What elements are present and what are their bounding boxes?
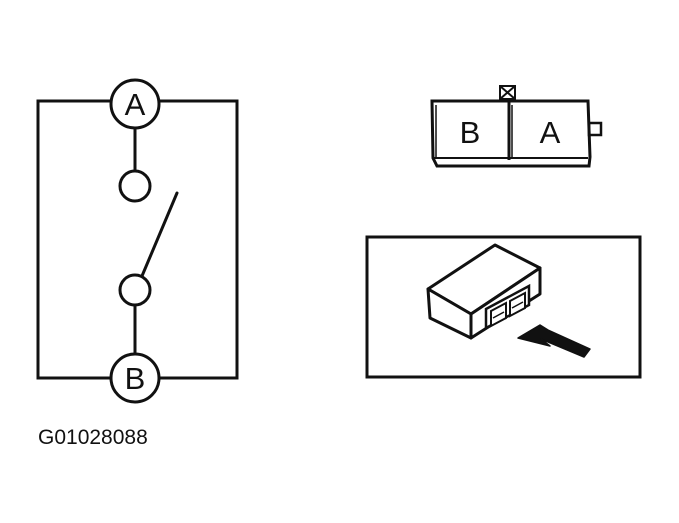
switch-schematic [36,78,239,404]
connector-face-view [430,85,603,168]
terminal-a-label: A [125,87,146,122]
lower-contact [118,273,152,307]
terminal-b-label: B [125,361,146,396]
locking-tab [499,85,516,100]
cavity-b-label: B [460,115,481,150]
upper-contact [118,169,152,203]
circuit-loop-wire [36,99,239,380]
terminal-b-circle [109,352,161,404]
connector-body [430,99,592,168]
location-frame [365,235,642,379]
figure-code: G01028088 [38,426,148,449]
component-location-view [365,235,642,379]
cavity-a-label: A [540,115,561,150]
side-peg [587,121,603,137]
switch-blade [140,191,179,278]
module-connector-socket [484,283,531,331]
location-arrow [517,324,591,358]
